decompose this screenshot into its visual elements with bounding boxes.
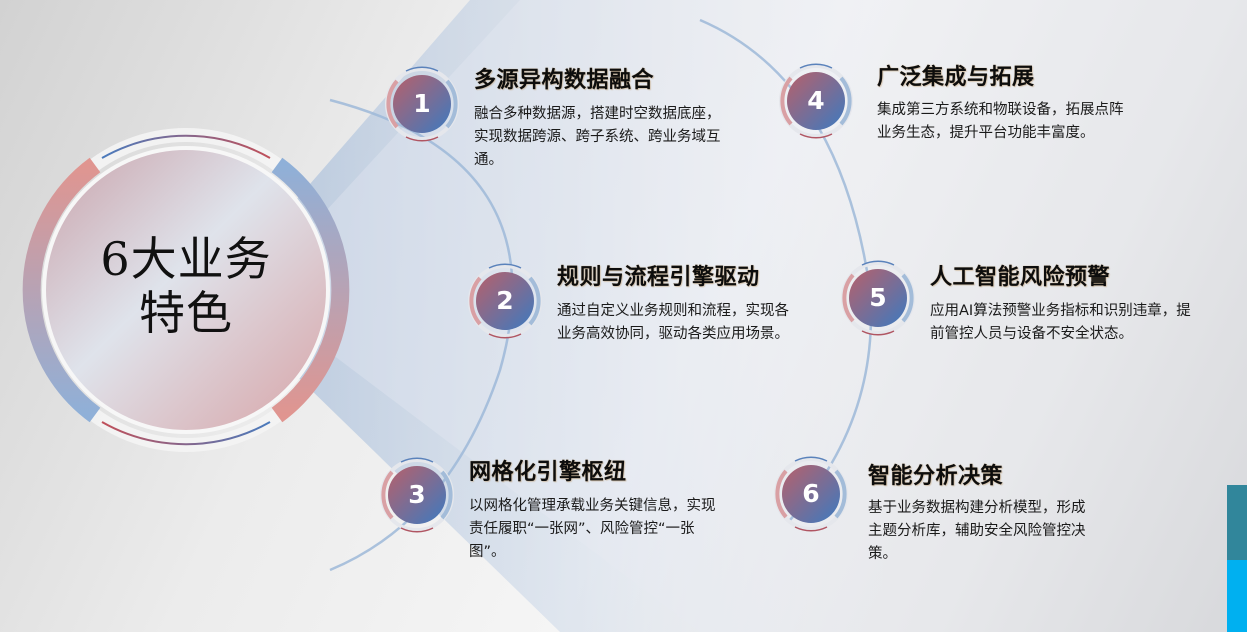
- feature-desc-2: 通过自定义业务规则和流程，实现各 业务高效协同，驱动各类应用场景。: [557, 303, 789, 342]
- feature-badge-4: 4: [778, 63, 854, 139]
- hub-circle: [44, 148, 328, 432]
- badge-ring-icon: [385, 66, 459, 142]
- feature-badge-6: 6: [773, 456, 849, 532]
- feature-title-2: 规则与流程引擎驱动: [557, 265, 760, 290]
- feature-desc-5: 应用AI算法预警业务指标和识别违章，提 前管控人员与设备不安全状态。: [930, 303, 1191, 342]
- badge-ring-icon: [779, 63, 853, 139]
- badge-ring-icon: [841, 260, 915, 336]
- feature-badge-1: 1: [384, 66, 460, 142]
- badge-number: 2: [496, 286, 514, 315]
- feature-badge-3: 3: [379, 457, 455, 533]
- feature-title-1: 多源异构数据融合: [474, 68, 655, 93]
- side-accent-bar-teal: [1227, 485, 1247, 560]
- feature-title-3: 网格化引擎枢纽: [469, 460, 627, 485]
- feature-desc-4: 集成第三方系统和物联设备，拓展点阵 业务生态，提升平台功能丰富度。: [877, 102, 1124, 141]
- badge-number: 1: [413, 89, 431, 118]
- feature-badge-5: 5: [840, 260, 916, 336]
- feature-title-4: 广泛集成与拓展: [877, 65, 1035, 90]
- hub-ring-right-arc: [271, 157, 350, 423]
- hub-title-line1: 6大业务: [100, 232, 272, 286]
- badge-number: 6: [802, 479, 820, 508]
- feature-desc-3: 以网格化管理承载业务关键信息，实现 责任履职“一张网”、风险管控“一张 图”。: [469, 498, 716, 560]
- feature-badge-2: 2: [467, 263, 543, 339]
- feature-title-6: 智能分析决策: [868, 464, 1004, 489]
- hub-title: 6大业务 特色: [60, 232, 312, 340]
- side-accent-bar-cyan: [1227, 560, 1247, 632]
- feature-title-5: 人工智能风险预警: [930, 265, 1111, 290]
- feature-desc-6: 基于业务数据构建分析模型，形成 主题分析库，辅助安全风险管控决 策。: [868, 500, 1086, 562]
- badge-number: 4: [807, 86, 825, 115]
- hub-ring-left-arc: [22, 157, 101, 423]
- badge-ring-icon: [774, 456, 848, 532]
- badge-ring-icon: [468, 263, 542, 339]
- feature-desc-1: 融合多种数据源，搭建时空数据底座， 实现数据跨源、跨子系统、跨业务域互 通。: [474, 106, 721, 168]
- hub-title-line2: 特色: [139, 286, 233, 340]
- connector-arc-left: [329, 98, 514, 572]
- badge-number: 3: [408, 480, 426, 509]
- badge-ring-icon: [380, 457, 454, 533]
- badge-number: 5: [869, 283, 887, 312]
